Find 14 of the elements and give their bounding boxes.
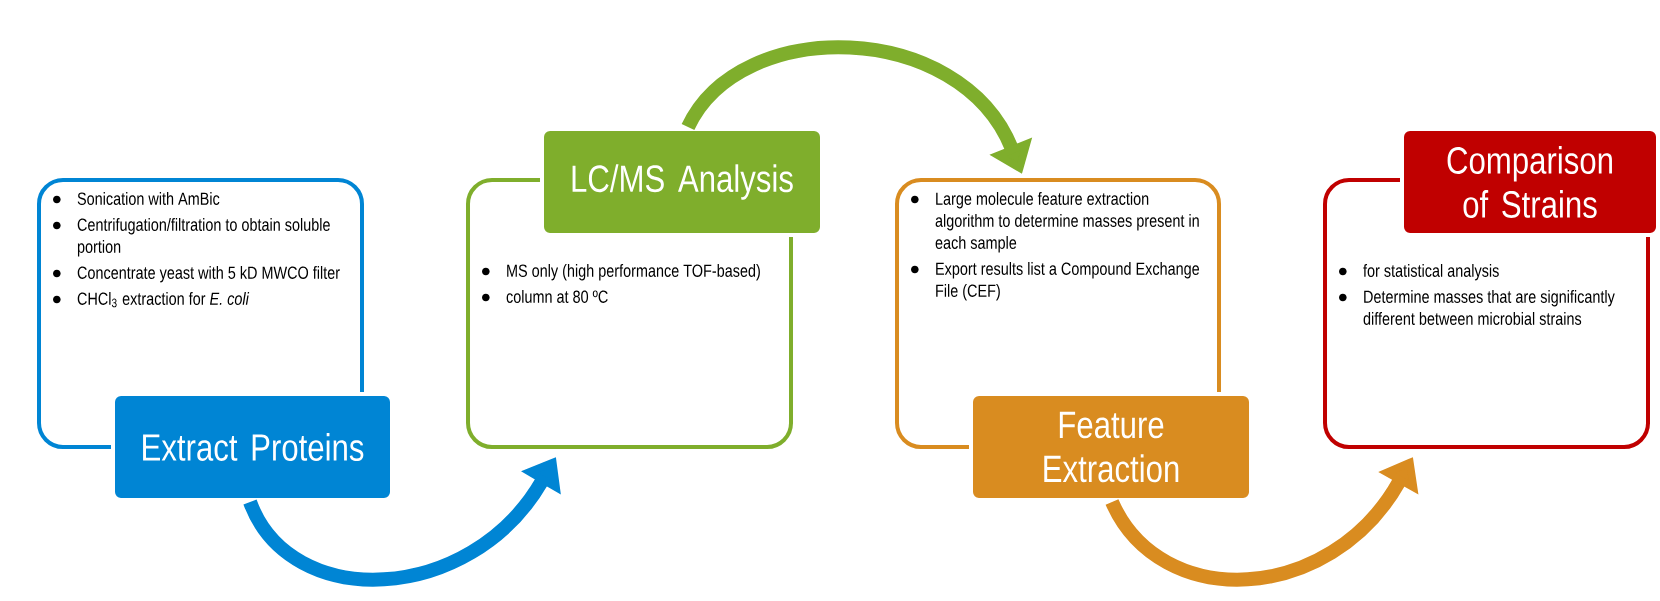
bullet-item: Centrifugation/filtration to obtain soluble portion (53, 218, 330, 257)
step-title-box: Feature Extraction (969, 392, 1253, 502)
bullet-item: for statistical analysis (1339, 264, 1499, 281)
step-title-box: Extract Proteins (111, 392, 394, 502)
bullet-item: Determine masses that are significantly different between microbial strains (1339, 290, 1615, 325)
step-title-box: LC/MS Analysis (540, 127, 824, 237)
bullet-item: Concentrate yeast with 5 kD MWCO filter (53, 266, 340, 283)
bullet-item: Export results list a Compound Exchange File (CEF) (911, 262, 1200, 301)
bullet-item: Sonication with AmBic (53, 192, 220, 205)
bullet-item: MS only (high performance TOF-based) (482, 264, 760, 281)
bullet-item: Large molecule feature extraction algorithm to determine masses present in each sample (911, 192, 1199, 253)
bullet-item: CHCl$_{3}$ extraction for E. coli (53, 292, 250, 308)
step-title-box: Comparison of Strains (1400, 127, 1660, 237)
bullet-item: column at 80 ºC (482, 290, 608, 303)
